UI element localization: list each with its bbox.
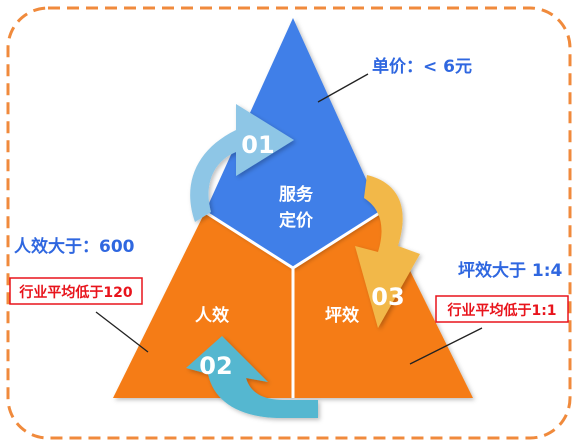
step-03-arrow: 03 xyxy=(355,175,420,328)
step-01-arrow: 01 xyxy=(190,104,294,222)
callout-left-badge-text: 行业平均低于120 xyxy=(18,284,132,301)
segment-divider xyxy=(204,210,294,270)
callout-right-text: 坪效大于 1:4 xyxy=(458,260,563,281)
step-02-number: 02 xyxy=(199,352,232,380)
callout-right-badge xyxy=(435,295,569,323)
callout-right-badge-text: 行业平均低于1:1 xyxy=(446,302,556,319)
segment-top-label-line2: 定价 xyxy=(279,210,314,231)
segment-left-triangle xyxy=(113,212,293,398)
step-03-number: 03 xyxy=(371,283,404,311)
step-01-number: 01 xyxy=(241,131,274,159)
callout-top-leader xyxy=(317,73,369,103)
callout-top-text: 单价：< 6元 xyxy=(372,56,472,77)
curved-arrow-icon xyxy=(186,336,318,418)
curved-arrow-icon xyxy=(355,175,420,328)
segment-top-label-line1: 服务 xyxy=(279,184,314,205)
callout-left-text: 人效大于：600 xyxy=(14,236,135,257)
segment-top-triangle xyxy=(205,18,381,268)
dashed-frame xyxy=(6,6,572,440)
callout-right-leader xyxy=(409,327,483,365)
segment-left-label: 人效 xyxy=(195,305,229,326)
callout-left-leader xyxy=(95,311,149,353)
callout-left-badge xyxy=(9,277,143,305)
curved-arrow-icon xyxy=(190,104,294,222)
step-02-arrow: 02 xyxy=(186,336,318,418)
segment-right-label: 坪效 xyxy=(325,305,359,326)
segment-divider xyxy=(292,210,382,270)
